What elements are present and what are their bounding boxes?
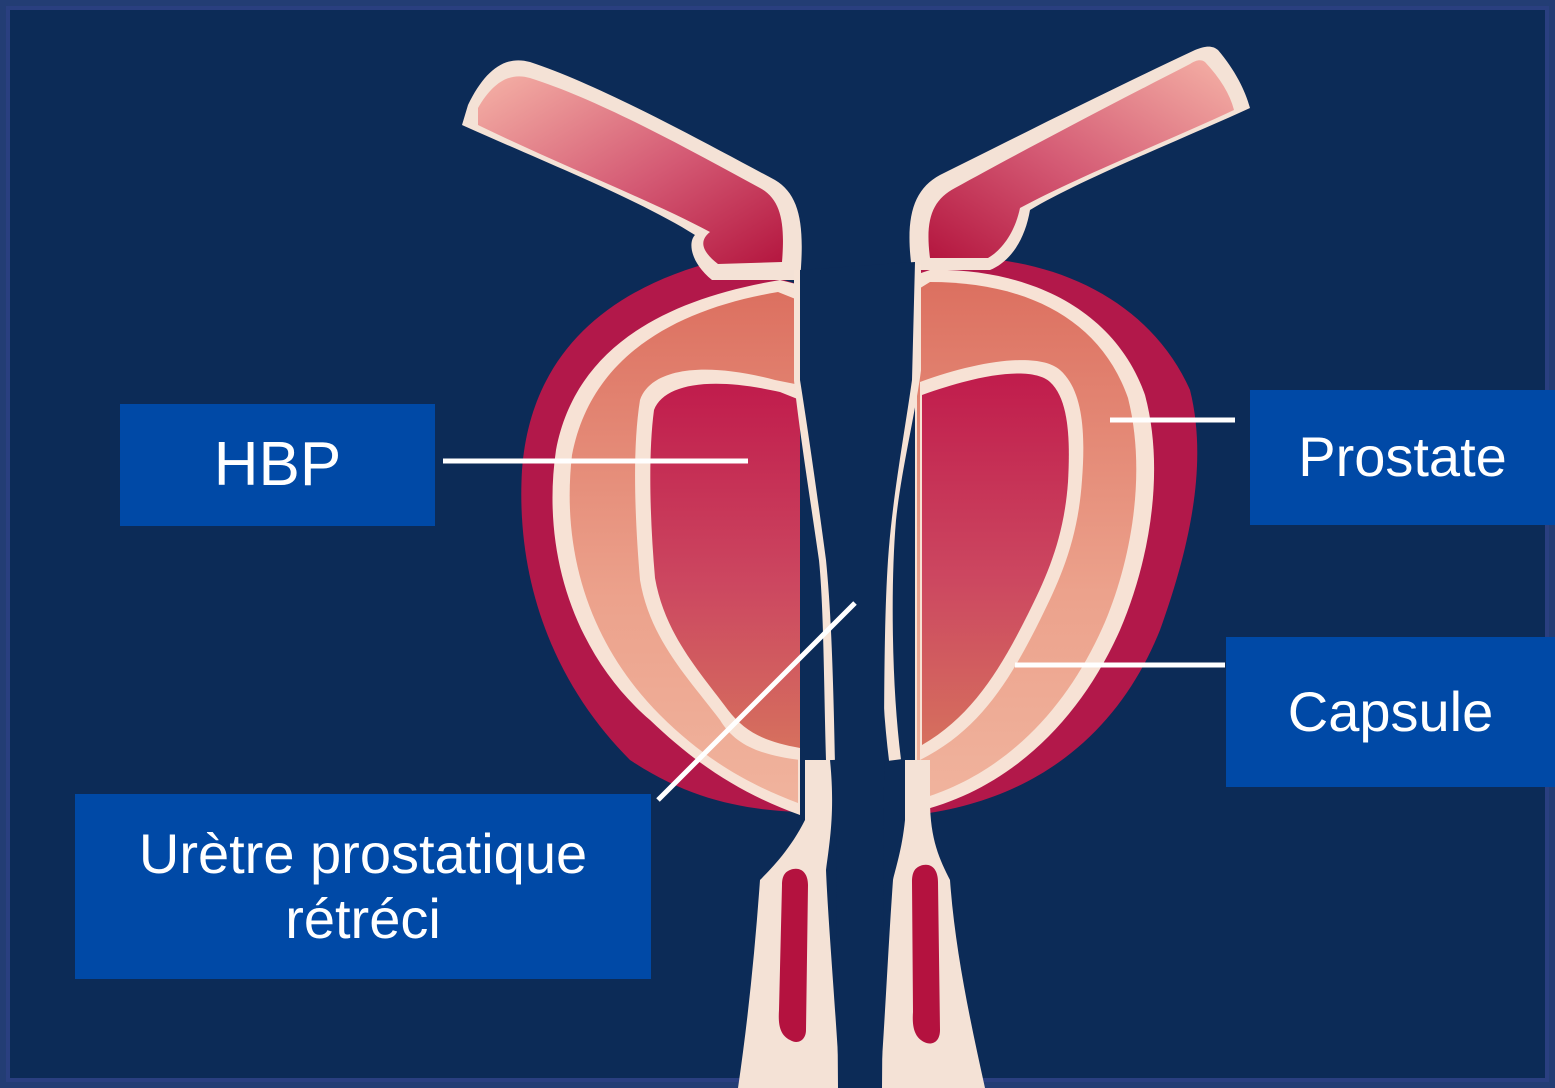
left-lower-lumen xyxy=(779,869,808,1042)
right-half xyxy=(880,47,1250,1088)
label-uretre-prostatique: Urètre prostatique rétréci xyxy=(75,794,651,979)
label-capsule: Capsule xyxy=(1226,637,1555,787)
right-lower-lumen xyxy=(912,865,940,1044)
label-hbp: HBP xyxy=(120,404,435,526)
label-prostate: Prostate xyxy=(1250,390,1555,525)
